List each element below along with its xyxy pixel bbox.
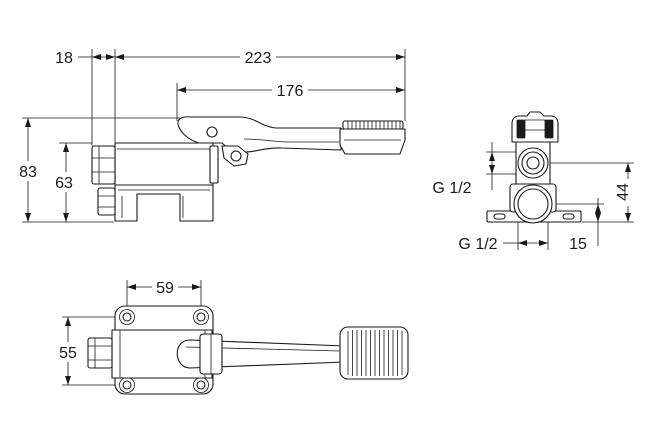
mounting-hole-icon xyxy=(122,312,132,322)
dimension-18-label: 18 xyxy=(55,50,73,67)
thread-upper-label: G 1/2 xyxy=(432,180,471,197)
dimension-83-label: 83 xyxy=(19,164,37,181)
thread-lower-label: G 1/2 xyxy=(458,236,497,253)
dimension-63: 63 xyxy=(54,143,75,222)
top-view: 59 55 xyxy=(57,277,409,395)
dimension-63-label: 63 xyxy=(55,175,73,192)
dimension-thread-upper: G 1/2 xyxy=(432,142,495,197)
dimension-18: 18 xyxy=(55,50,115,67)
lower-port-icon xyxy=(517,188,549,220)
pedal-top xyxy=(339,326,409,380)
dimension-176: 176 xyxy=(177,80,405,100)
dimension-thread-lower: G 1/2 xyxy=(458,236,548,253)
valve-body-front xyxy=(509,139,557,224)
front-view: G 1/2 G 1/2 44 15 xyxy=(432,111,634,253)
dimension-15: 15 xyxy=(569,198,601,253)
valve-housing-side xyxy=(114,142,219,222)
side-extension-lines xyxy=(22,49,406,223)
dimension-44: 44 xyxy=(613,163,633,222)
inlet-nut-side xyxy=(91,145,116,216)
side-view: 18 223 176 83 63 xyxy=(18,47,406,223)
pedal-side xyxy=(339,120,406,155)
lever-side xyxy=(177,116,342,167)
pivot-icon xyxy=(206,126,218,138)
mounting-hole-icon xyxy=(196,312,206,322)
dimension-55: 55 xyxy=(57,317,79,385)
mounting-hole-icon xyxy=(122,380,132,390)
dimension-223: 223 xyxy=(115,47,405,67)
dimension-176-label: 176 xyxy=(277,83,304,100)
dimension-223-label: 223 xyxy=(245,50,272,67)
inlet-nut-top xyxy=(87,337,113,369)
lever-top xyxy=(176,333,346,375)
dimension-83: 83 xyxy=(18,118,39,222)
dimension-15-label: 15 xyxy=(569,236,587,253)
mounting-hole-icon xyxy=(196,380,206,390)
dimension-55-label: 55 xyxy=(59,345,77,362)
dimension-59-label: 59 xyxy=(156,280,174,297)
dimension-44-label: 44 xyxy=(615,183,632,201)
top-cap-front xyxy=(511,111,559,143)
dimension-59: 59 xyxy=(127,277,201,297)
front-extension-lines xyxy=(486,151,634,250)
